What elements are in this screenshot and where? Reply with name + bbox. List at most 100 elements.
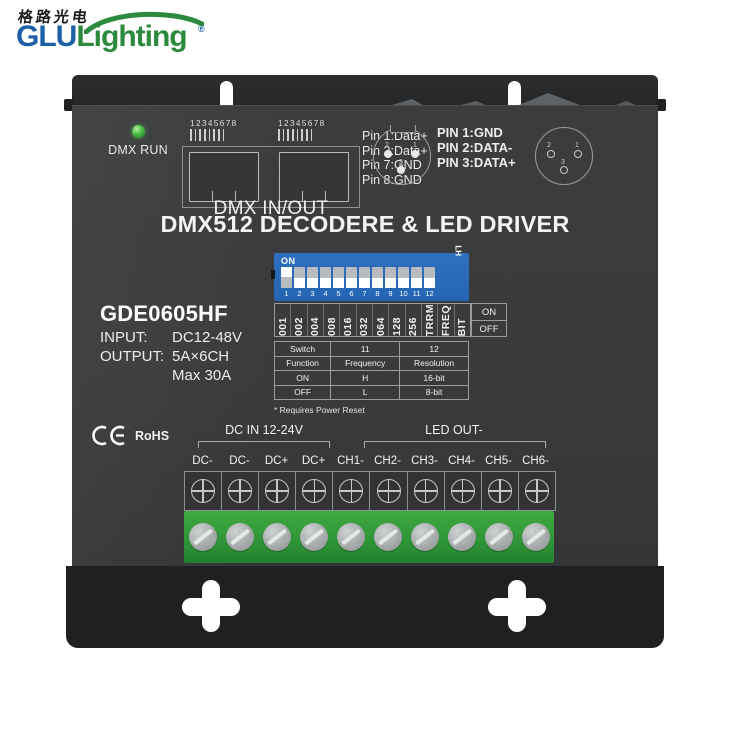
dip-switch-6[interactable] [346,267,357,288]
screw-head-icon [265,479,290,503]
dip-switch-11[interactable] [411,267,422,288]
dip-number: 11 [412,289,421,298]
dip-number: 12 [425,289,434,298]
dip-code-cell: FREQ [438,304,455,336]
terminal-slot[interactable] [519,472,555,510]
table-row: Switch 11 12 [273,341,469,357]
model-spec-block: GDE0605HF INPUT:DC12-48V OUTPUT:5A×6CH M… [100,301,285,384]
dip-switch-8[interactable] [372,267,383,288]
dip-number: 5 [336,289,341,298]
screw-head-icon [339,479,364,503]
terminal-screw-row [184,471,556,511]
terminal-slot[interactable] [333,472,371,510]
table-cell: H [330,370,401,386]
dip-switch-1[interactable] [281,267,292,288]
certification-marks: RoHS [92,425,169,446]
dip-code-cell: 008 [324,304,341,336]
model-number: GDE0605HF [100,301,228,326]
terminal-slot[interactable] [296,472,334,510]
terminal-slot[interactable] [408,472,445,510]
terminal-screw[interactable] [258,523,295,551]
terminal-screw[interactable] [406,523,443,551]
dip-switch-7[interactable] [359,267,370,288]
terminal-screw[interactable] [369,523,406,551]
terminal-label: CH3- [411,455,438,467]
terminal-screw[interactable] [295,523,332,551]
bracket-ear-left [64,99,74,111]
slotted-screw-icon [262,523,291,551]
terminal-label: DC+ [264,455,289,467]
dip-switch-5[interactable] [333,267,344,288]
slotted-screw-icon [336,523,365,551]
terminal-slot[interactable] [259,472,297,510]
rj45-pin-numbers-left: 12345678 [190,118,237,141]
terminal-screw[interactable] [480,523,517,551]
rj45-pin-bars-left [190,129,237,141]
dip-switch-levers[interactable] [281,267,435,288]
dip-number: 4 [323,289,328,298]
dip-switch-3[interactable] [307,267,318,288]
terminal-screw[interactable] [332,523,369,551]
terminal-slot[interactable] [185,472,223,510]
ce-mark-icon [92,425,125,446]
dip-number: 6 [349,289,354,298]
terminal-slot[interactable] [482,472,519,510]
input-value: DC12-48V [172,329,243,346]
dip-code-cell: BIT [456,317,469,336]
table-row: ON H 16-bit [273,370,469,386]
rj45-port-out[interactable] [279,152,349,202]
screw-head-icon [228,479,253,503]
xlr-pin-number: 1 [413,142,417,149]
terminal-label: CH2- [374,455,401,467]
dip-switch-9[interactable] [385,267,396,288]
terminal-label: CH4- [448,455,475,467]
table-cell: Switch [273,341,332,357]
table-cell: Resolution [399,355,469,371]
slotted-screw-icon [484,523,513,551]
dip-switch-block[interactable]: ON LH 1 2 3 4 5 [271,245,469,301]
dip-on-cell: ON [472,304,506,321]
screw-head-icon [302,479,327,503]
rj45-pin-bars-right [278,129,325,141]
terminal-screw[interactable] [517,523,554,551]
dip-switch-2[interactable] [294,267,305,288]
green-terminal-block[interactable] [184,511,554,563]
dip-switch-12[interactable] [424,267,435,288]
function-table: Switch 11 12 Function Frequency Resoluti… [273,341,469,400]
table-cell: Function [273,355,332,371]
terminal-slot[interactable] [445,472,482,510]
mounting-hole-bar [488,598,546,616]
xlr-connector-female[interactable]: 2 1 3 [535,127,593,185]
dip-switch-4[interactable] [320,267,331,288]
dip-notch-icon [271,270,275,279]
xlr-socket-1 [574,150,582,158]
mounting-slot-left [220,81,233,111]
xlr-pin-1 [411,150,419,158]
dip-number: 9 [388,289,393,298]
terminal-screw[interactable] [221,523,258,551]
screw-head-icon [413,479,438,503]
dmx-run-indicator: DMX RUN [102,125,174,157]
rj45-port-in[interactable] [189,152,259,202]
xlr-pin-number: 2 [385,142,389,149]
input-label: INPUT: [100,329,148,346]
output-label: OUTPUT: [100,348,165,365]
output-spec: OUTPUT:5A×6CH [100,348,285,365]
logo-arc-icon [84,11,204,34]
terminal-screw[interactable] [443,523,480,551]
dip-code-cell: 002 [291,304,308,336]
screw-head-icon [487,479,512,503]
xlr-pin-number: 2 [547,142,551,149]
dip-code-cell: TRRM [422,304,439,336]
dip-number: 1 [284,289,289,298]
dip-code-cell: 004 [308,304,324,336]
xlr-pin-2 [384,150,392,158]
terminal-slot[interactable] [370,472,408,510]
terminal-label: DC- [192,455,213,467]
dip-switch-10[interactable] [398,267,409,288]
terminal-screw[interactable] [184,523,221,551]
screw-head-icon [191,479,216,503]
terminal-slot[interactable] [222,472,260,510]
xlr-connector-male[interactable]: 2 1 3 [373,125,431,185]
xlr-pin-number: 3 [399,159,403,166]
